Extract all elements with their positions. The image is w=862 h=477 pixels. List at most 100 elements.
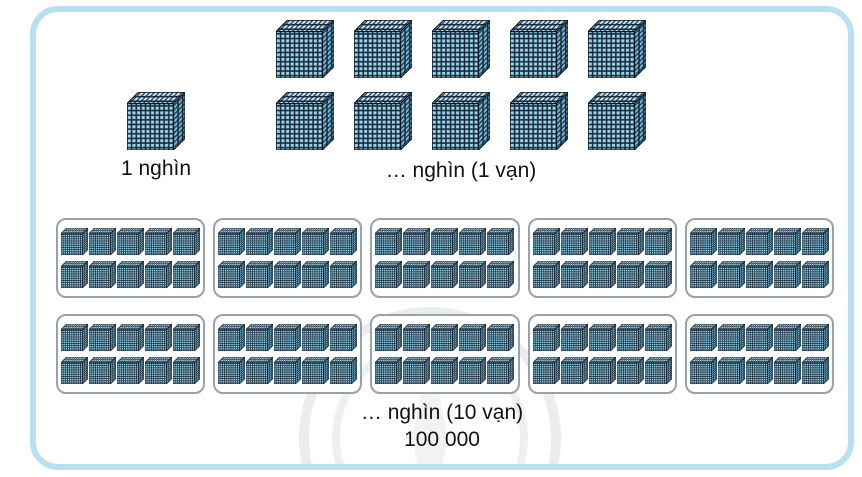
thousand-cube: [89, 357, 116, 384]
thousand-cube: [431, 324, 458, 351]
thousand-cube: [589, 261, 616, 288]
one-thousand-cube-slot: [86, 92, 226, 150]
thousand-cube: [145, 324, 172, 351]
thousand-cube: [246, 261, 273, 288]
thousand-cube: [246, 324, 273, 351]
thousand-cube: [774, 357, 801, 384]
thousand-cube: [403, 228, 430, 255]
thousand-cube: [218, 324, 245, 351]
thousand-cube: [173, 261, 200, 288]
thousand-cube: [718, 324, 745, 351]
thousand-cube: [173, 357, 200, 384]
thousand-cube: [330, 324, 357, 351]
ten-thousand-box: [370, 314, 520, 394]
thousand-cube: [403, 261, 430, 288]
thousand-cube: [276, 20, 334, 78]
thousand-cube: [375, 357, 402, 384]
thousand-cube: [487, 324, 514, 351]
thousand-cube: [61, 324, 88, 351]
thousand-cube: [218, 357, 245, 384]
thousand-cube: [510, 92, 568, 150]
thousand-cube: [561, 357, 588, 384]
thousand-cube: [432, 20, 490, 78]
ten-thousand-box: [56, 218, 206, 298]
thousand-cube: [718, 357, 745, 384]
thousand-cube: [561, 261, 588, 288]
thousand-cube: [561, 324, 588, 351]
thousand-cube: [117, 228, 144, 255]
thousand-cube: [802, 324, 829, 351]
thousand-cube: [746, 357, 773, 384]
boxes-grid: [56, 218, 834, 394]
thousand-cube: [588, 92, 646, 150]
thousand-cube: [431, 228, 458, 255]
ten-thousand-block: … nghìn (1 vạn): [271, 20, 651, 183]
thousand-cube: [145, 357, 172, 384]
one-thousand-label: 1 nghìn: [120, 157, 192, 180]
thousand-cube: [61, 357, 88, 384]
thousand-cube: [718, 261, 745, 288]
thousand-cube: [645, 228, 672, 255]
thousand-cube: [746, 228, 773, 255]
thousand-cube: [330, 228, 357, 255]
thousand-cube: [218, 261, 245, 288]
thousand-cube: [487, 228, 514, 255]
thousand-cube: [690, 261, 717, 288]
ten-thousand-box: [527, 218, 677, 298]
thousand-cube: [802, 261, 829, 288]
ten-thousand-box: [213, 218, 363, 298]
thousand-cube: [533, 357, 560, 384]
thousand-cube: [89, 261, 116, 288]
ten-thousand-label: … nghìn (1 vạn): [385, 159, 537, 182]
thousand-cube: [690, 324, 717, 351]
thousand-cube: [274, 261, 301, 288]
thousand-cube: [89, 324, 116, 351]
ten-thousand-box: [684, 314, 834, 394]
thousand-cube: [645, 324, 672, 351]
thousand-cube: [690, 357, 717, 384]
thousand-cube: [617, 228, 644, 255]
thousand-cube: [774, 324, 801, 351]
thousand-cube: [802, 228, 829, 255]
thousand-cube: [302, 357, 329, 384]
thousand-cube: [459, 324, 486, 351]
thousand-cube: [354, 92, 412, 150]
thousand-cube: [173, 324, 200, 351]
thousand-cube: [589, 228, 616, 255]
thousand-cube: [746, 261, 773, 288]
thousand-cube: [589, 324, 616, 351]
thousand-cube: [375, 324, 402, 351]
bottom-labels: … nghìn (10 vạn) 100 000: [36, 398, 848, 452]
thousand-cube: [276, 92, 334, 150]
thousand-cube: [718, 228, 745, 255]
thousand-cube: [403, 324, 430, 351]
thousand-cube: [117, 261, 144, 288]
thousand-cube: [375, 228, 402, 255]
thousand-cube: [145, 228, 172, 255]
thousand-cube: [173, 228, 200, 255]
thousand-cube: [302, 261, 329, 288]
ten-thousand-box: [213, 314, 363, 394]
thousand-cube: [145, 261, 172, 288]
thousand-cube: [302, 228, 329, 255]
thousand-cube: [354, 20, 412, 78]
thousand-cube: [375, 261, 402, 288]
thousand-cube: [746, 324, 773, 351]
thousand-cube: [432, 92, 490, 150]
thousand-cube: [403, 357, 430, 384]
thousand-cube: [459, 228, 486, 255]
thousand-cube: [117, 324, 144, 351]
thousand-cube: [89, 228, 116, 255]
ten-thousand-box: [370, 218, 520, 298]
thousand-cube: [533, 228, 560, 255]
thousand-cube: [588, 20, 646, 78]
hundred-thousand-value: 100 000: [404, 428, 480, 452]
thousand-cube: [774, 228, 801, 255]
thousand-cube: [533, 324, 560, 351]
one-thousand-block: 1 nghìn: [86, 92, 226, 181]
thousand-cube: [274, 324, 301, 351]
thousand-cube: [617, 261, 644, 288]
figure-frame: 1 nghìn … nghìn (1 vạn) … nghìn (10 vạn)…: [30, 6, 854, 470]
thousand-cube: [617, 357, 644, 384]
